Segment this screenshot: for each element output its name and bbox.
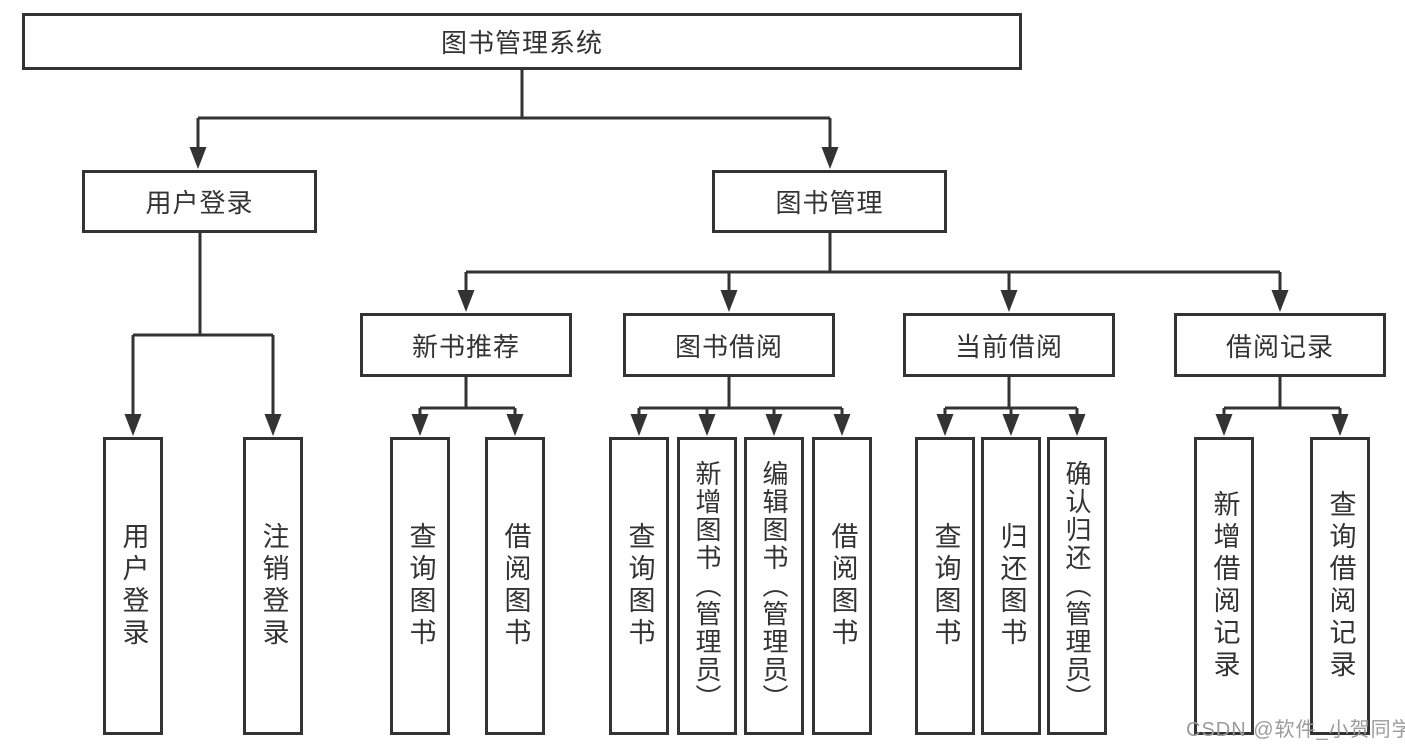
leaf-label: 用户登录 <box>118 522 149 650</box>
leaf-edit-book-admin: 编辑图书（管理员） <box>744 437 804 735</box>
leaf-query-books-recommend: 查询图书 <box>390 437 450 735</box>
node-label: 图书借阅 <box>674 331 783 362</box>
leaf-label: 新增借阅记录 <box>1209 490 1240 682</box>
leaf-borrow-books: 借阅图书 <box>812 437 872 735</box>
node-book-borrow: 图书借阅 <box>623 313 835 377</box>
leaf-query-books-current: 查询图书 <box>915 437 975 735</box>
leaf-label: 查询借阅记录 <box>1325 490 1356 682</box>
node-book-management: 图书管理 <box>712 170 947 233</box>
leaf-confirm-return-admin: 确认归还（管理员） <box>1047 437 1107 735</box>
leaf-logout: 注销登录 <box>243 437 303 735</box>
node-label: 新书推荐 <box>411 331 520 362</box>
node-label: 图书管理系统 <box>440 28 603 58</box>
node-current-borrow: 当前借阅 <box>903 313 1115 377</box>
arrowheads <box>124 147 1349 436</box>
node-label: 当前借阅 <box>954 331 1063 362</box>
leaf-label: 借阅图书 <box>500 522 531 650</box>
leaf-borrow-books-recommend: 借阅图书 <box>485 437 545 735</box>
node-label: 用户登录 <box>145 188 254 218</box>
leaf-label: 查询图书 <box>624 522 655 650</box>
leaf-add-book-admin: 新增图书（管理员） <box>677 437 737 735</box>
leaf-label: 查询图书 <box>930 522 961 650</box>
node-user-login: 用户登录 <box>82 170 317 233</box>
node-new-book-recommend: 新书推荐 <box>360 313 572 377</box>
node-label: 图书管理 <box>775 188 884 218</box>
node-borrow-record: 借阅记录 <box>1174 313 1386 377</box>
leaf-return-book: 归还图书 <box>981 437 1041 735</box>
leaf-label: 注销登录 <box>258 522 289 650</box>
leaf-user-login: 用户登录 <box>103 437 163 735</box>
leaf-label: 归还图书 <box>996 522 1027 650</box>
csdn-watermark: CSDN @软件_小贺同学 <box>1186 719 1405 741</box>
leaf-label: 查询图书 <box>405 522 436 650</box>
leaf-label: 确认归还（管理员） <box>1062 460 1092 712</box>
leaf-add-borrow-record: 新增借阅记录 <box>1194 437 1254 735</box>
leaf-query-borrow-record: 查询借阅记录 <box>1310 437 1370 735</box>
node-library-management-system: 图书管理系统 <box>22 13 1022 70</box>
node-label: 借阅记录 <box>1225 331 1334 362</box>
leaf-label: 借阅图书 <box>827 522 858 650</box>
leaf-query-books-borrow: 查询图书 <box>609 437 669 735</box>
leaf-label: 编辑图书（管理员） <box>759 460 789 712</box>
leaf-label: 新增图书（管理员） <box>692 460 722 712</box>
